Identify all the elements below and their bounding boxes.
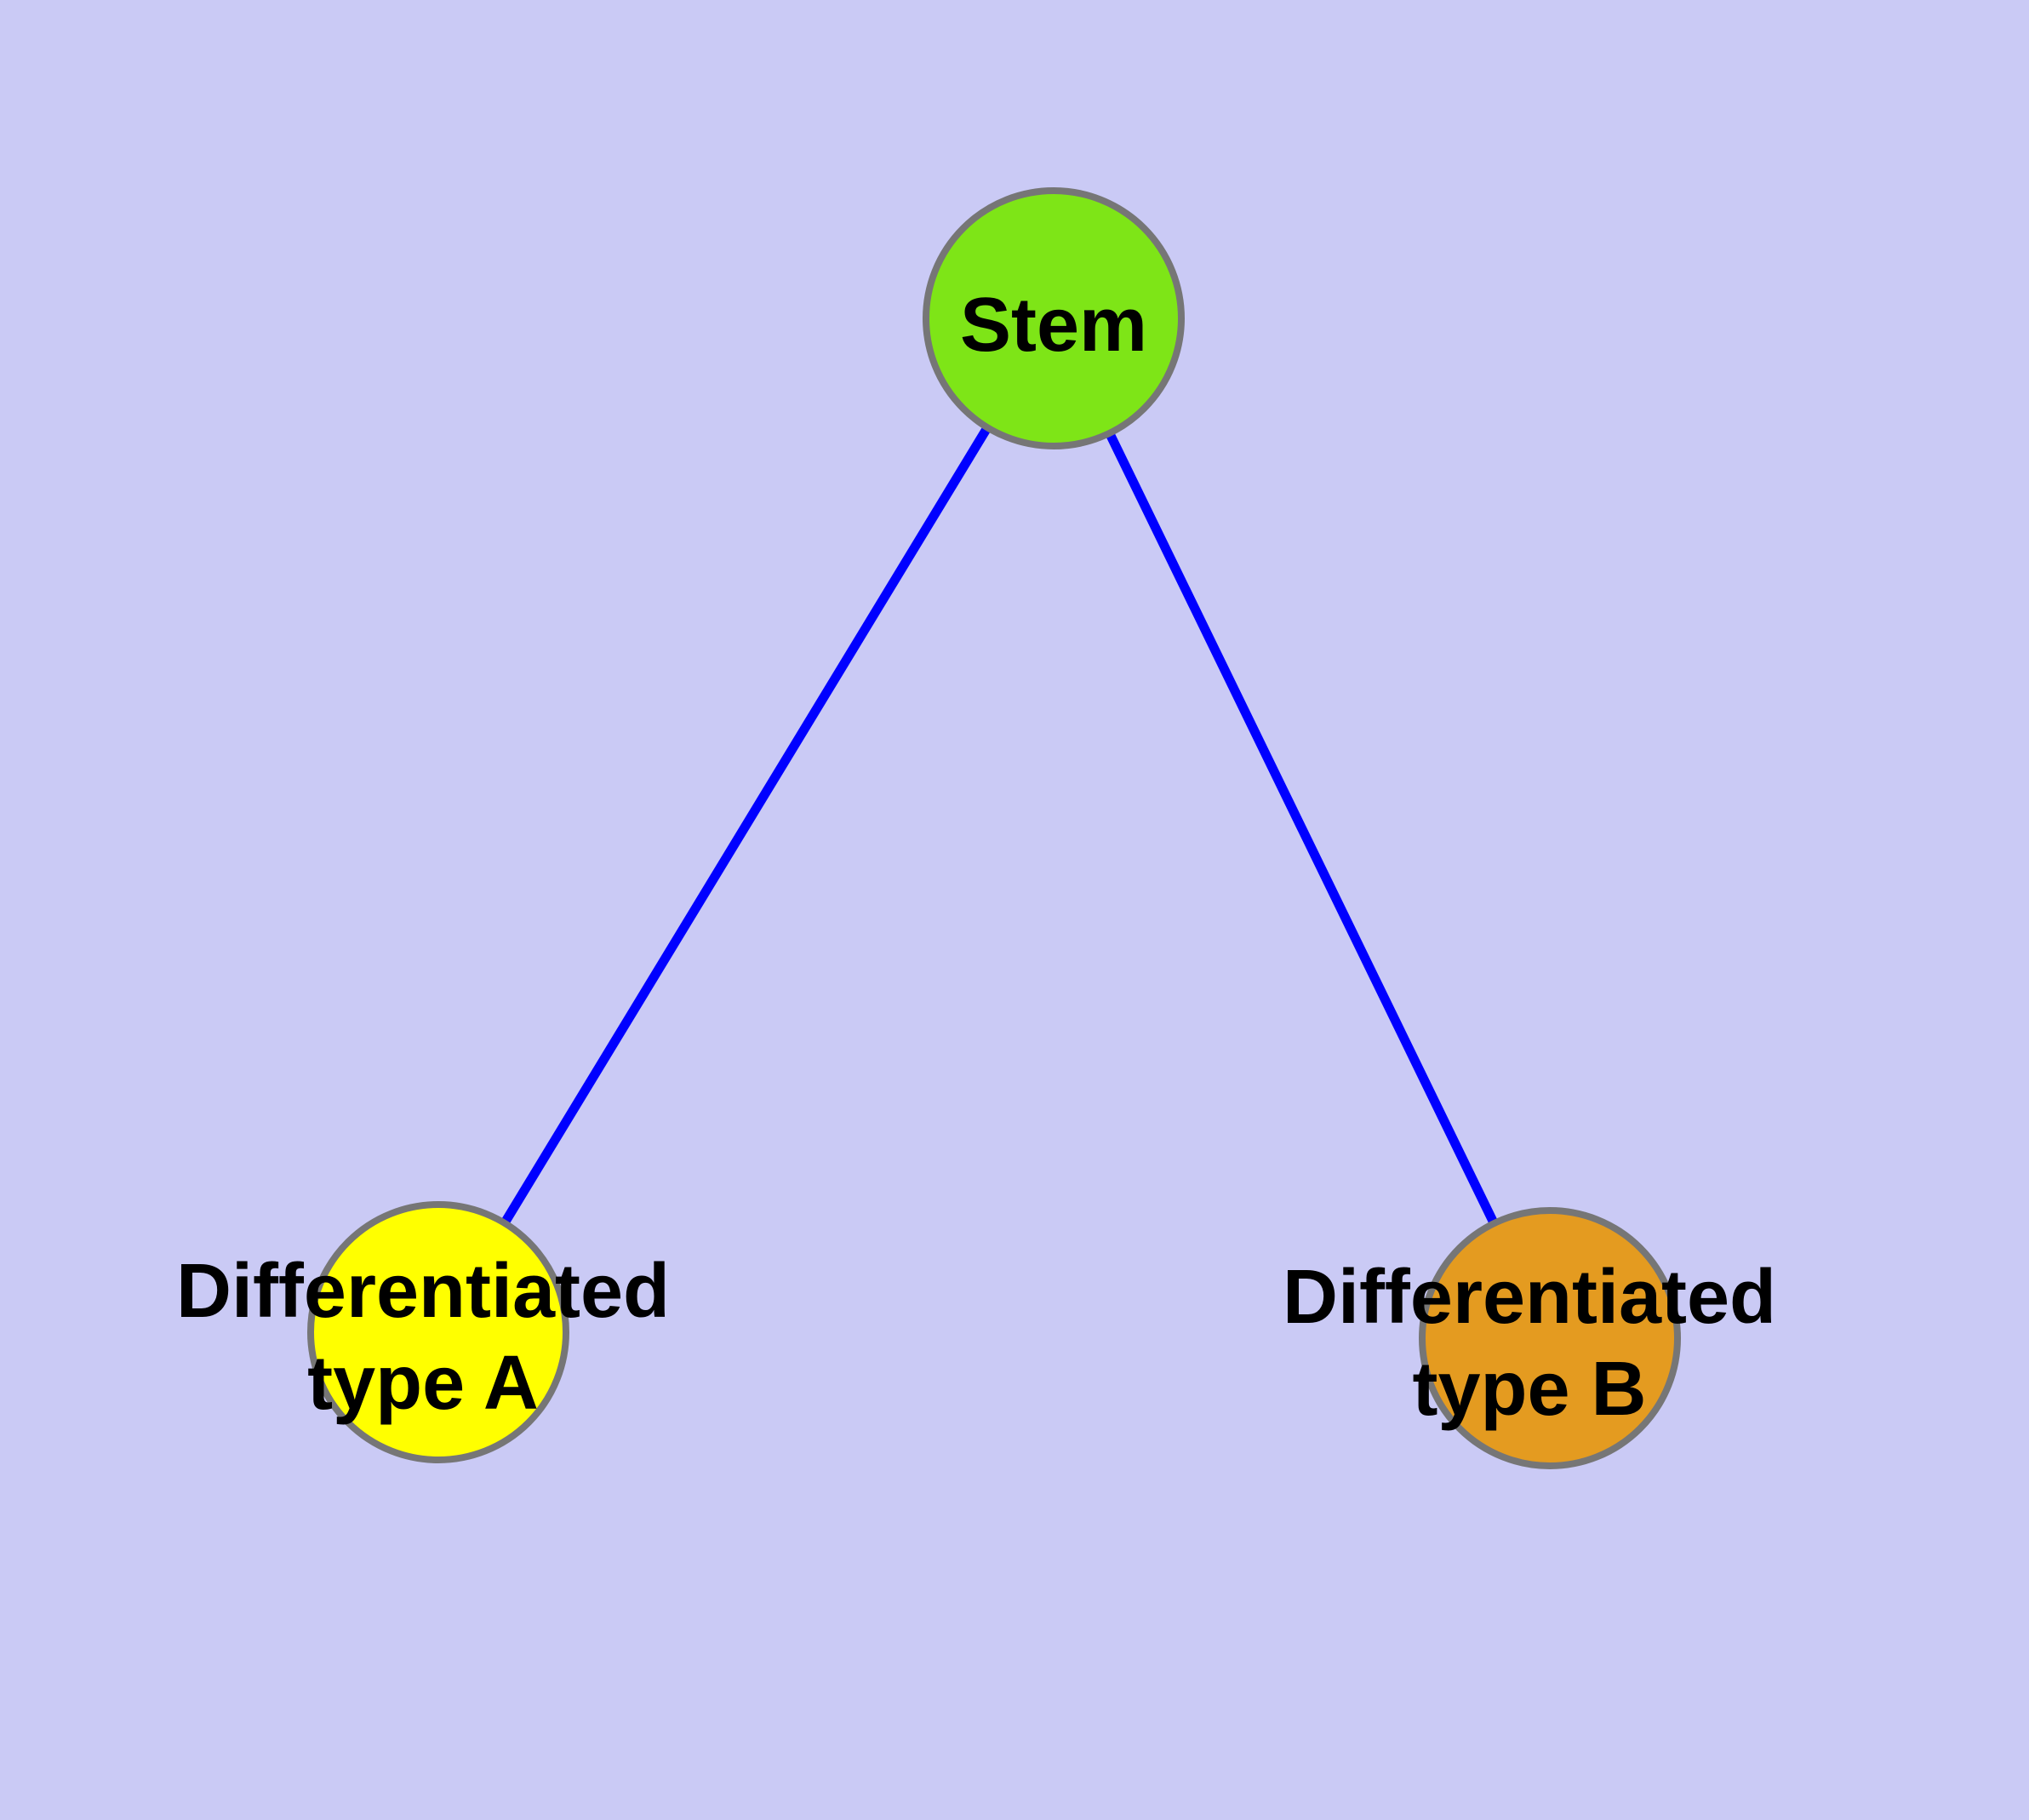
node-differentiated-type-b-label-line1: Differentiated [1283, 1255, 1776, 1340]
node-differentiated-type-b-label-line2: type B [1412, 1347, 1646, 1432]
node-differentiated-type-a-label-line1: Differentiated [176, 1249, 670, 1334]
node-differentiated-type-a-circle [307, 1201, 569, 1463]
edge-stem-to-type-a [434, 316, 1058, 1335]
node-stem-label: Stem [960, 283, 1147, 368]
node-stem: Stem [923, 187, 1185, 449]
edge-stem-to-type-b [1049, 316, 1554, 1341]
node-differentiated-type-a: Differentiated type A [176, 1201, 670, 1463]
node-differentiated-type-a-label-line2: type A [307, 1341, 539, 1426]
node-differentiated-type-b: Differentiated type B [1283, 1207, 1776, 1469]
node-differentiated-type-b-circle [1419, 1207, 1681, 1469]
node-stem-circle [923, 187, 1185, 449]
